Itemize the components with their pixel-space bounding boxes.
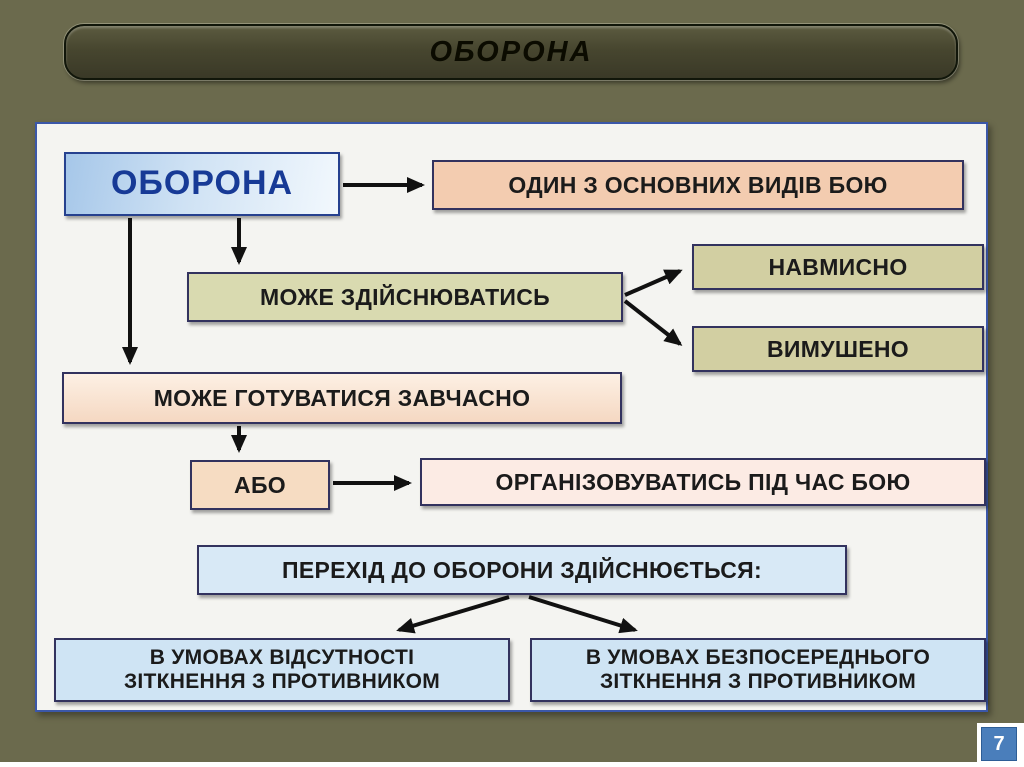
slide-title: ОБОРОНА — [429, 35, 593, 68]
arrow-can-be-done-to-forced — [623, 299, 683, 346]
node-no-contact: В УМОВАХ ВІДСУТНОСТІ ЗІТКНЕННЯ З ПРОТИВН… — [54, 638, 510, 702]
node-can-be-carried-out-label: МОЖЕ ЗДІЙСНЮВАТИСЬ — [260, 283, 550, 310]
node-deliberate-label: НАВМИСНО — [768, 253, 908, 280]
arrow-transition-to-direct-contact — [528, 595, 638, 634]
arrow-can-be-done-to-deliberate — [624, 269, 683, 297]
node-main-combat-type-label: ОДИН З ОСНОВНИХ ВИДІВ БОЮ — [508, 171, 888, 198]
node-direct-contact-line2: ЗІТКНЕННЯ З ПРОТИВНИКОМ — [599, 670, 917, 693]
node-transition-heading: ПЕРЕХІД ДО ОБОРОНИ ЗДІЙСНЮЄТЬСЯ: — [197, 545, 847, 595]
node-defense-root: ОБОРОНА — [64, 152, 340, 216]
node-or-label: АБО — [234, 471, 286, 498]
arrow-transition-to-no-contact — [396, 595, 510, 634]
page-number-badge: 7 — [981, 727, 1017, 761]
node-deliberate: НАВМИСНО — [692, 244, 984, 290]
page-number: 7 — [993, 732, 1005, 755]
node-prepared-in-advance: МОЖЕ ГОТУВАТИСЯ ЗАВЧАСНО — [62, 372, 622, 424]
node-organized-during-battle-label: ОРГАНІЗОВУВАТИСЬ ПІД ЧАС БОЮ — [495, 468, 911, 495]
node-no-contact-line2: ЗІТКНЕННЯ З ПРОТИВНИКОМ — [123, 670, 441, 693]
node-can-be-carried-out: МОЖЕ ЗДІЙСНЮВАТИСЬ — [187, 272, 623, 322]
slide-title-capsule: ОБОРОНА — [64, 24, 958, 80]
node-forced: ВИМУШЕНО — [692, 326, 984, 372]
node-prepared-in-advance-label: МОЖЕ ГОТУВАТИСЯ ЗАВЧАСНО — [153, 384, 531, 411]
node-direct-contact-line1: В УМОВАХ БЕЗПОСЕРЕДНЬОГО — [585, 645, 931, 669]
node-transition-heading-label: ПЕРЕХІД ДО ОБОРОНИ ЗДІЙСНЮЄТЬСЯ: — [282, 556, 762, 583]
node-forced-label: ВИМУШЕНО — [767, 335, 909, 362]
arrows-layer — [122, 177, 683, 634]
node-no-contact-line1: В УМОВАХ ВІДСУТНОСТІ — [149, 645, 415, 669]
node-defense-root-label: ОБОРОНА — [110, 164, 294, 203]
node-organized-during-battle: ОРГАНІЗОВУВАТИСЬ ПІД ЧАС БОЮ — [420, 458, 986, 506]
node-or: АБО — [190, 460, 330, 510]
bottom-white-strip — [0, 762, 1024, 767]
node-direct-contact: В УМОВАХ БЕЗПОСЕРЕДНЬОГО ЗІТКНЕННЯ З ПРО… — [530, 638, 986, 702]
node-main-combat-type: ОДИН З ОСНОВНИХ ВИДІВ БОЮ — [432, 160, 964, 210]
diagram-panel: ОБОРОНА ОДИН З ОСНОВНИХ ВИДІВ БОЮ МОЖЕ З… — [35, 122, 988, 712]
